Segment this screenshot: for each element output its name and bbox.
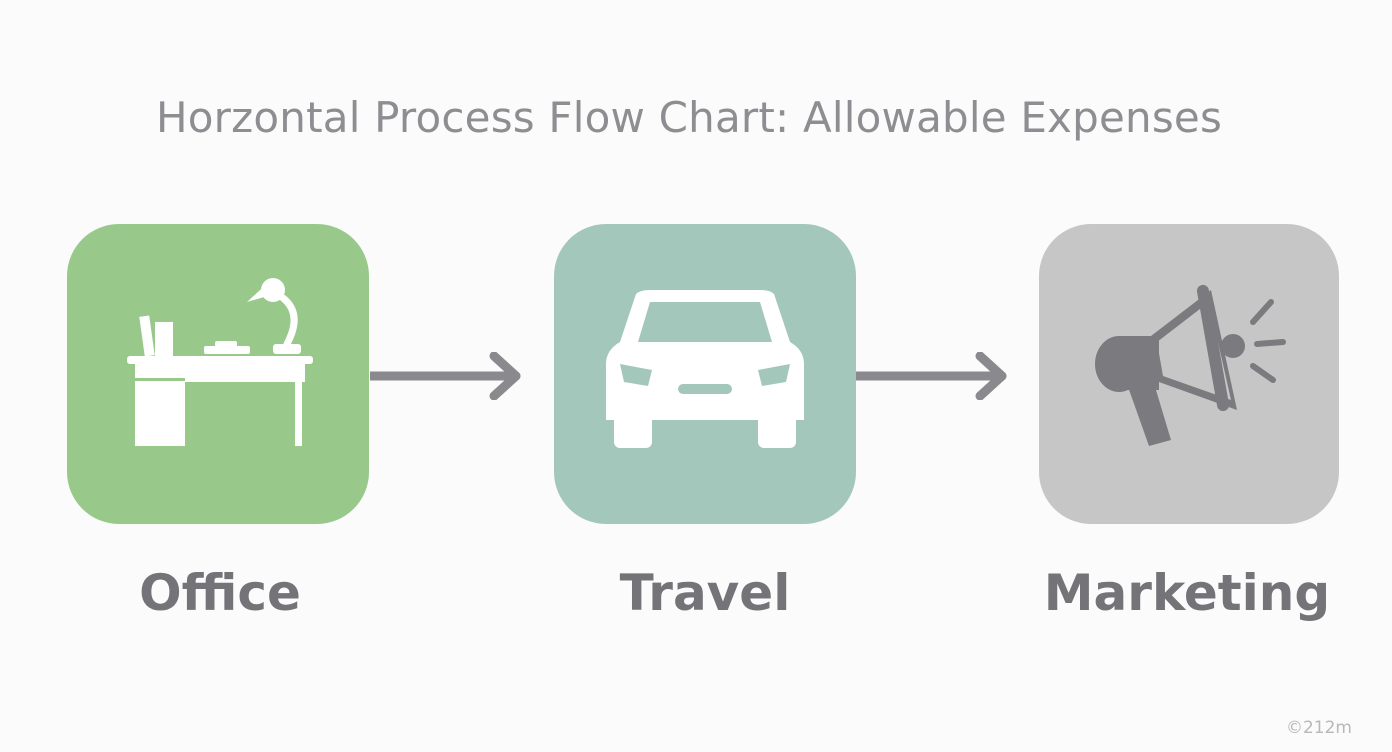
arrow-icon xyxy=(370,352,521,400)
arrow-icon xyxy=(856,352,1007,400)
megaphone-icon xyxy=(1095,284,1286,446)
step-label-travel: Travel xyxy=(619,564,791,622)
car-icon xyxy=(606,290,804,448)
diagram-title: Horzontal Process Flow Chart: Allowable … xyxy=(156,93,1223,142)
office-step-tile xyxy=(67,224,369,524)
desk-lamp-icon xyxy=(127,278,313,446)
watermark: ©212m xyxy=(1285,718,1352,738)
travel-step-tile xyxy=(554,224,856,524)
marketing-step-tile xyxy=(1039,224,1339,524)
step-label-marketing: Marketing xyxy=(1043,564,1331,622)
step-label-office: Office xyxy=(139,564,301,622)
